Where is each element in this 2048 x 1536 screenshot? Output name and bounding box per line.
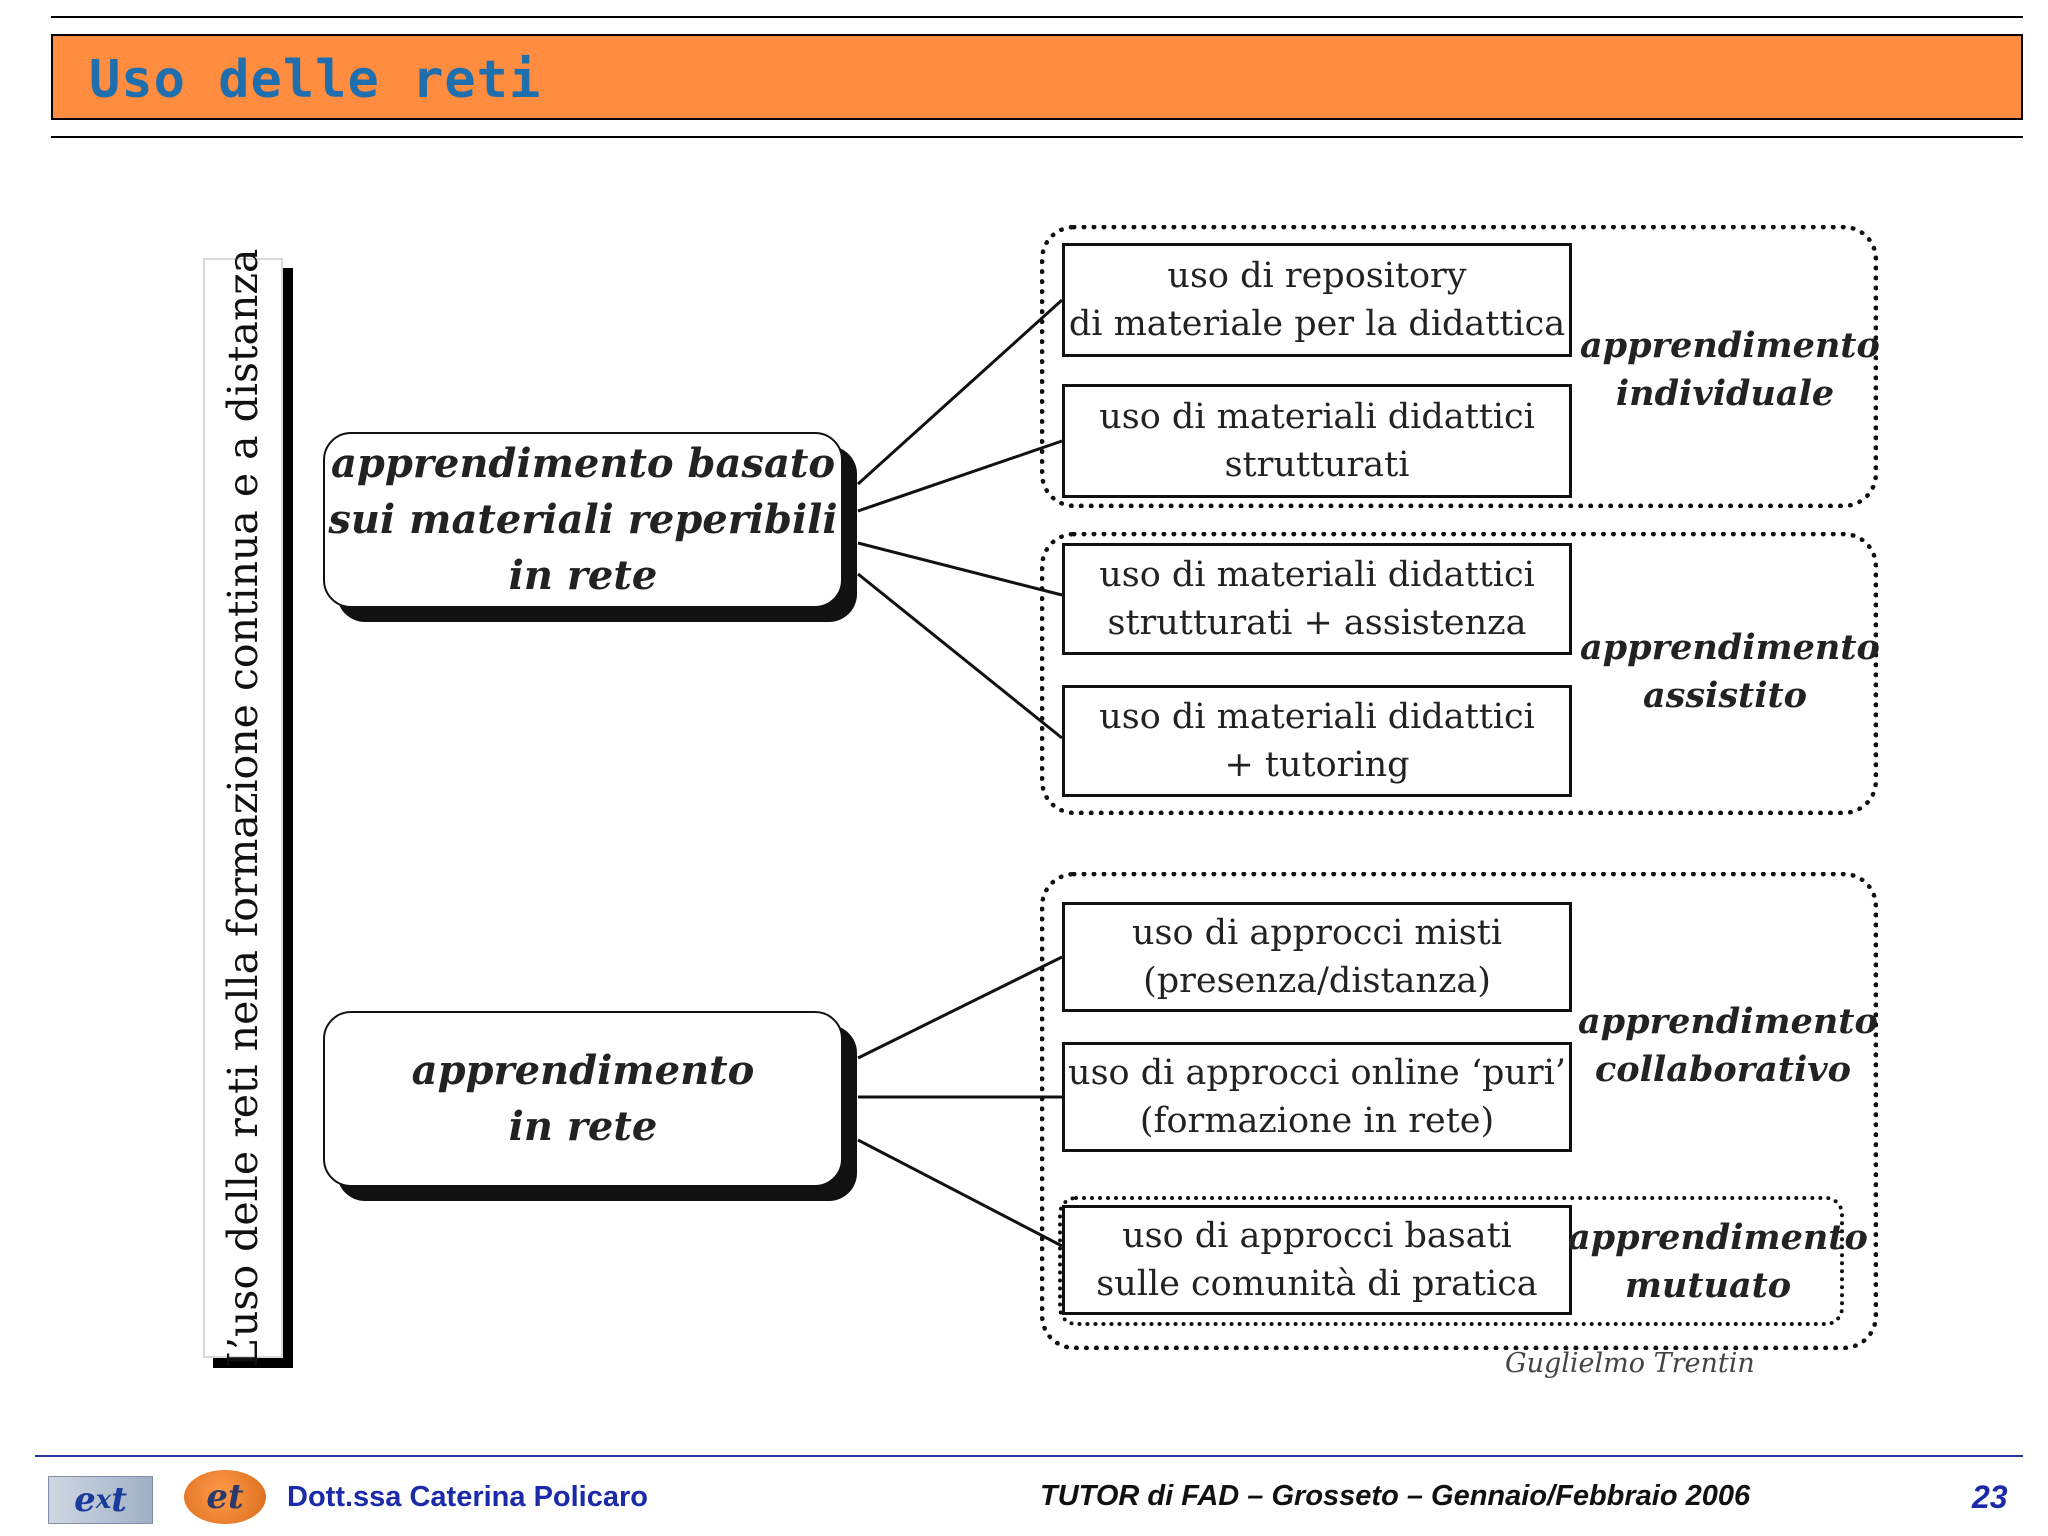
connector-line: [857, 572, 1063, 740]
connector-line: [857, 955, 1063, 1060]
header-top-rule: [51, 16, 2023, 18]
group-assistito: [1040, 532, 1878, 815]
node-materiali-in-rete: apprendimento basato sui materiali reper…: [323, 432, 843, 608]
group-collaborativo: [1040, 872, 1878, 1350]
leaf-approcci-online: uso di approcci online ‘puri’ (formazion…: [1062, 1042, 1572, 1152]
category-mutuato: apprendimento mutuato: [1568, 1217, 1868, 1306]
connector-line: [856, 298, 1064, 486]
subgroup-mutuato: [1058, 1196, 1844, 1326]
page-title: Uso delle reti: [89, 50, 542, 110]
group-individuale: [1040, 225, 1878, 508]
category-individuale: apprendimento individuale: [1580, 325, 1880, 414]
diagram-credit: Guglielmo Trentin: [1505, 1348, 1755, 1379]
footer-event: TUTOR di FAD – Grosseto – Gennaio/Febbra…: [1040, 1480, 1751, 1512]
leaf-tutoring: uso di materiali didattici + tutoring: [1062, 685, 1572, 797]
header-bottom-rule: [51, 136, 2023, 138]
title-bar: Uso delle reti: [51, 34, 2023, 120]
footer-author: Dott.ssa Caterina Policaro: [287, 1481, 648, 1513]
node-apprendimento-in-rete: apprendimento in rete: [323, 1011, 843, 1187]
leaf-strutturati-assistenza: uso di materiali didattici strutturati +…: [1062, 543, 1572, 655]
et-logo-icon: et: [184, 1470, 266, 1524]
vertical-label-box: L’uso delle reti nella formazione contin…: [203, 249, 283, 1367]
connector-line: [857, 541, 1063, 597]
footer-rule: [35, 1455, 2023, 1457]
leaf-materiali-strutturati: uso di materiali didattici strutturati: [1062, 384, 1572, 498]
connector-line: [857, 1138, 1063, 1248]
leaf-approcci-misti: uso di approcci misti (presenza/distanza…: [1062, 902, 1572, 1012]
connector-line: [857, 439, 1063, 513]
category-collaborativo: apprendimento collaborativo: [1578, 1001, 1878, 1090]
category-assistito: apprendimento assistito: [1580, 627, 1880, 716]
leaf-comunita-pratica: uso di approcci basati sulle comunità di…: [1062, 1205, 1572, 1315]
page-number: 23: [1972, 1479, 2008, 1515]
leaf-repository: uso di repository di materiale per la di…: [1062, 243, 1572, 357]
